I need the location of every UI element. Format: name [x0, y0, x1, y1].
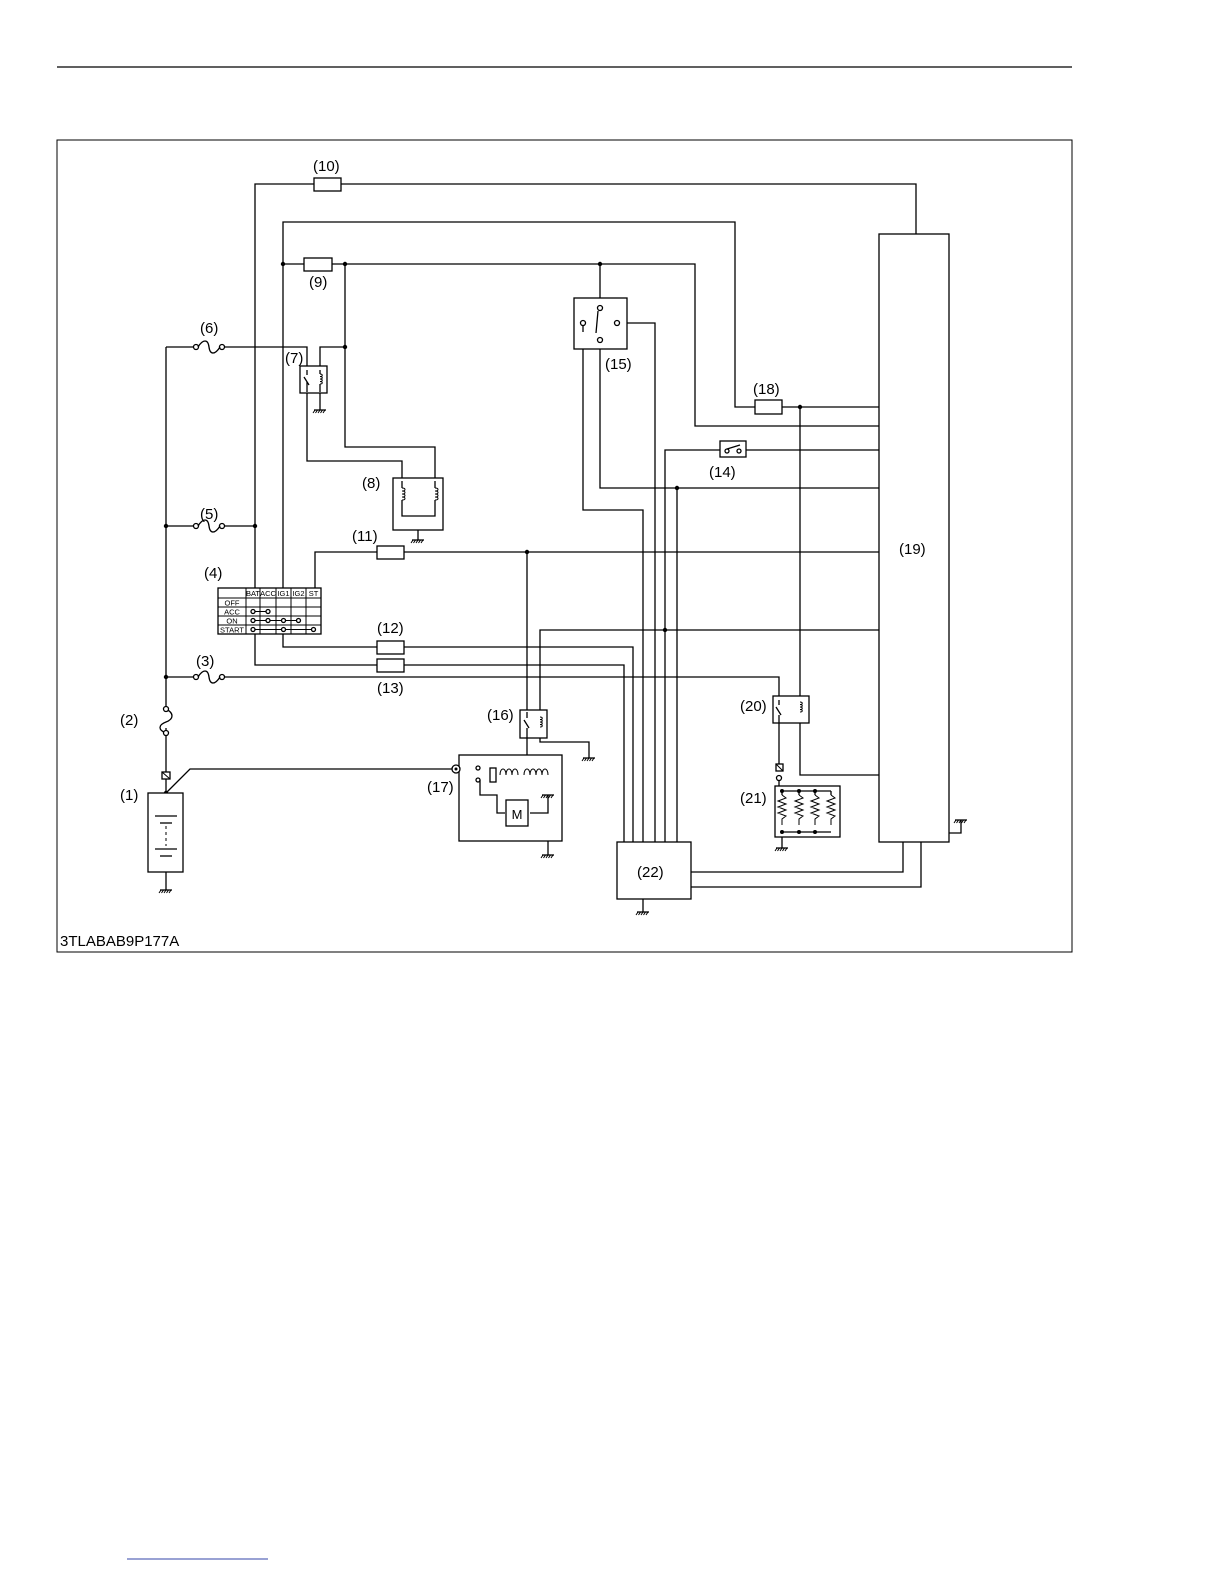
label-10: (10) [313, 158, 340, 175]
label-21: (21) [740, 790, 767, 807]
key-contact-dot [312, 628, 316, 632]
resistor-9 [304, 258, 332, 271]
motor-symbol: M [512, 807, 523, 822]
label-15: (15) [605, 356, 632, 373]
label-19: (19) [899, 541, 926, 558]
resistor-18 [755, 400, 782, 414]
relay-15 [574, 298, 627, 349]
label-11: (11) [352, 528, 378, 545]
label-22: (22) [637, 864, 664, 881]
starter-motor: M [452, 755, 562, 841]
label-20: (20) [740, 698, 767, 715]
figure-code: 3TLABAB9P177A [60, 933, 179, 950]
key-contact-dot [282, 619, 286, 623]
label-13: (13) [377, 680, 404, 697]
label-3: (3) [196, 653, 214, 670]
fuse-3 [194, 671, 225, 683]
key-col-header: IG2 [292, 589, 304, 598]
label-17: (17) [427, 779, 454, 796]
fuse-6 [194, 341, 225, 353]
key-row-label: ACC [224, 608, 240, 617]
resistor-11 [377, 546, 404, 559]
relay-8 [393, 478, 443, 530]
ground-symbol [313, 410, 326, 413]
label-6: (6) [200, 320, 218, 337]
switch-14 [720, 441, 746, 457]
label-1: (1) [120, 787, 138, 804]
relay-20 [773, 696, 809, 723]
ground-symbol [636, 912, 649, 915]
label-7: (7) [285, 350, 303, 367]
key-contact-dot [282, 628, 286, 632]
resistor-13 [377, 659, 404, 672]
key-contact-dot [251, 610, 255, 614]
key-col-header: ACC [260, 589, 276, 598]
label-4: (4) [204, 565, 222, 582]
label-5: (5) [200, 506, 218, 523]
ground-symbols [159, 410, 967, 915]
ground-symbol [411, 540, 424, 543]
control-unit-19 [879, 234, 949, 842]
key-contact-dot [251, 628, 255, 632]
ground-symbol [582, 758, 595, 761]
ground-symbol [541, 855, 554, 858]
key-contact-dot [266, 619, 270, 623]
junction-dots [164, 262, 802, 795]
key-row-label: OFF [225, 599, 240, 608]
key-row-label: START [220, 626, 244, 635]
key-col-header: IG1 [277, 589, 289, 598]
relay-7 [300, 366, 327, 393]
label-14: (14) [709, 464, 736, 481]
label-12: (12) [377, 620, 404, 637]
ground-symbol [775, 848, 788, 851]
key-row-label: ON [226, 617, 237, 626]
relay-16 [520, 710, 547, 738]
label-18: (18) [753, 381, 780, 398]
wires [166, 184, 961, 912]
label-2: (2) [120, 712, 138, 729]
label-8: (8) [362, 475, 380, 492]
key-contact-dot [266, 610, 270, 614]
label-16: (16) [487, 707, 514, 724]
label-9: (9) [309, 274, 327, 291]
key-contact-dot [297, 619, 301, 623]
key-contact-dot [251, 619, 255, 623]
fusible-link [160, 707, 172, 736]
resistor-10 [314, 178, 341, 191]
resistor-12 [377, 641, 404, 654]
key-col-header: ST [309, 589, 319, 598]
key-col-header: BAT [246, 589, 260, 598]
ground-symbol [159, 890, 172, 893]
